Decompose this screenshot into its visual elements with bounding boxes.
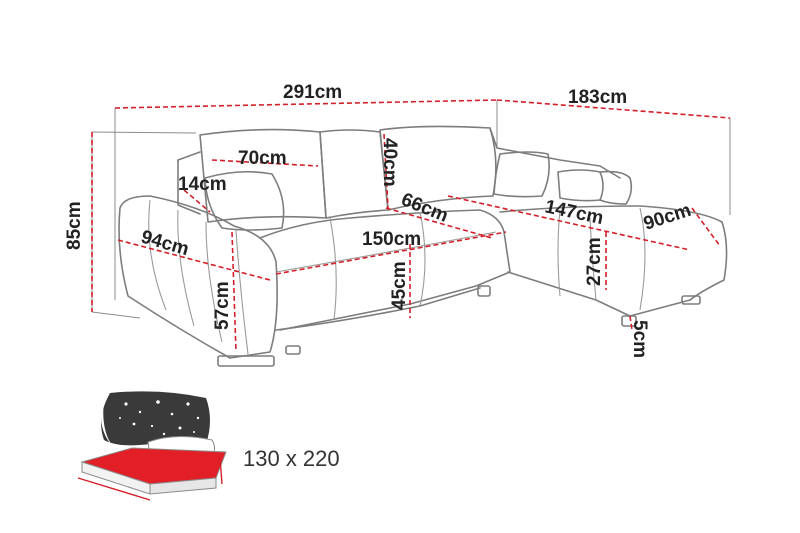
dim-armrest-width: 14cm <box>178 174 227 195</box>
guide-lines <box>91 100 731 319</box>
dim-backrest-width: 70cm <box>238 148 287 169</box>
sofa-outline <box>118 125 728 367</box>
dim-seat-depth: 66cm <box>398 189 451 227</box>
night-sky-backdrop <box>101 391 210 446</box>
dim-arm-depth: 94cm <box>139 227 192 261</box>
bed-icon <box>77 391 227 501</box>
dim-leg-height: 5cm <box>629 320 650 358</box>
dim-backrest-height: 40cm <box>379 138 400 187</box>
dim-seat-width: 150cm <box>362 229 421 250</box>
dim-chaise-depth: 90cm <box>641 200 694 235</box>
dim-seat-height: 45cm <box>389 261 410 310</box>
dim-arm-height: 57cm <box>212 281 233 330</box>
stars <box>119 400 200 436</box>
dim-total-width: 291cm <box>283 82 342 103</box>
top-measure-lines <box>91 99 731 312</box>
bed-size-label: 130 x 220 <box>243 446 340 471</box>
dimension-labels: 291cm 183cm 85cm 70cm 14cm 40cm 66cm 94c… <box>64 82 694 358</box>
dim-height: 85cm <box>64 201 85 250</box>
dim-chaise-length: 183cm <box>568 87 627 108</box>
dim-chaise-seat-height: 27cm <box>584 237 605 286</box>
sofa-measure-lines <box>117 133 721 353</box>
